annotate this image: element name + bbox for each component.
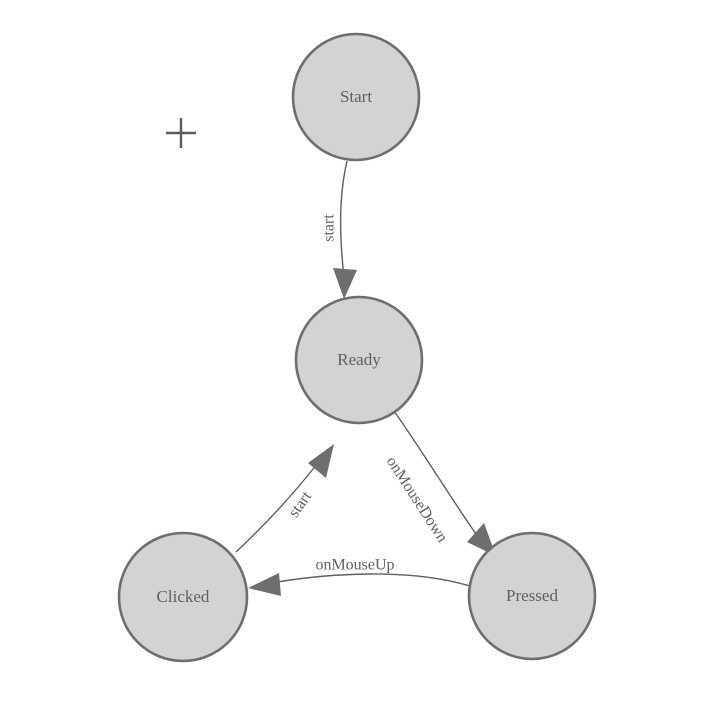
edge-ready-to-pressed[interactable]: onMouseDown	[383, 410, 496, 556]
edge-label-pressed-to-clicked: onMouseUp	[315, 557, 394, 574]
edge-label-start-to-ready: start	[321, 214, 338, 242]
plus-crosshair-marker	[166, 118, 196, 148]
edge-start-to-ready-arrowhead	[333, 268, 357, 299]
edge-label-clicked-to-ready: start	[285, 488, 315, 521]
edge-ready-to-pressed-arrowhead	[467, 523, 496, 556]
node-start[interactable]: Start	[291, 32, 421, 162]
node-pressed[interactable]: Pressed	[467, 531, 597, 661]
edge-pressed-to-clicked-arrowhead	[248, 573, 281, 596]
node-start-label: Start	[340, 87, 372, 106]
node-pressed-label: Pressed	[506, 586, 558, 605]
edge-clicked-to-ready-arrowhead	[308, 444, 334, 478]
node-clicked[interactable]: Clicked	[117, 531, 249, 663]
node-ready-label: Ready	[337, 350, 381, 369]
node-ready[interactable]: Ready	[294, 295, 424, 425]
edge-label-ready-to-pressed: onMouseDown	[383, 454, 451, 546]
node-start-circle[interactable]	[291, 32, 421, 162]
edge-ready-to-pressed-path	[393, 410, 482, 542]
node-ready-circle[interactable]	[294, 295, 424, 425]
edge-clicked-to-ready-path	[235, 463, 318, 553]
edge-pressed-to-clicked[interactable]: onMouseUp	[248, 557, 471, 596]
edge-start-to-ready-path	[339, 160, 348, 279]
node-clicked-label: Clicked	[157, 587, 210, 606]
edge-clicked-to-ready[interactable]: start	[235, 444, 334, 553]
node-pressed-circle[interactable]	[467, 531, 597, 661]
edge-start-to-ready[interactable]: start	[321, 160, 357, 299]
edge-pressed-to-clicked-path	[270, 573, 471, 587]
node-clicked-circle[interactable]	[117, 531, 249, 663]
